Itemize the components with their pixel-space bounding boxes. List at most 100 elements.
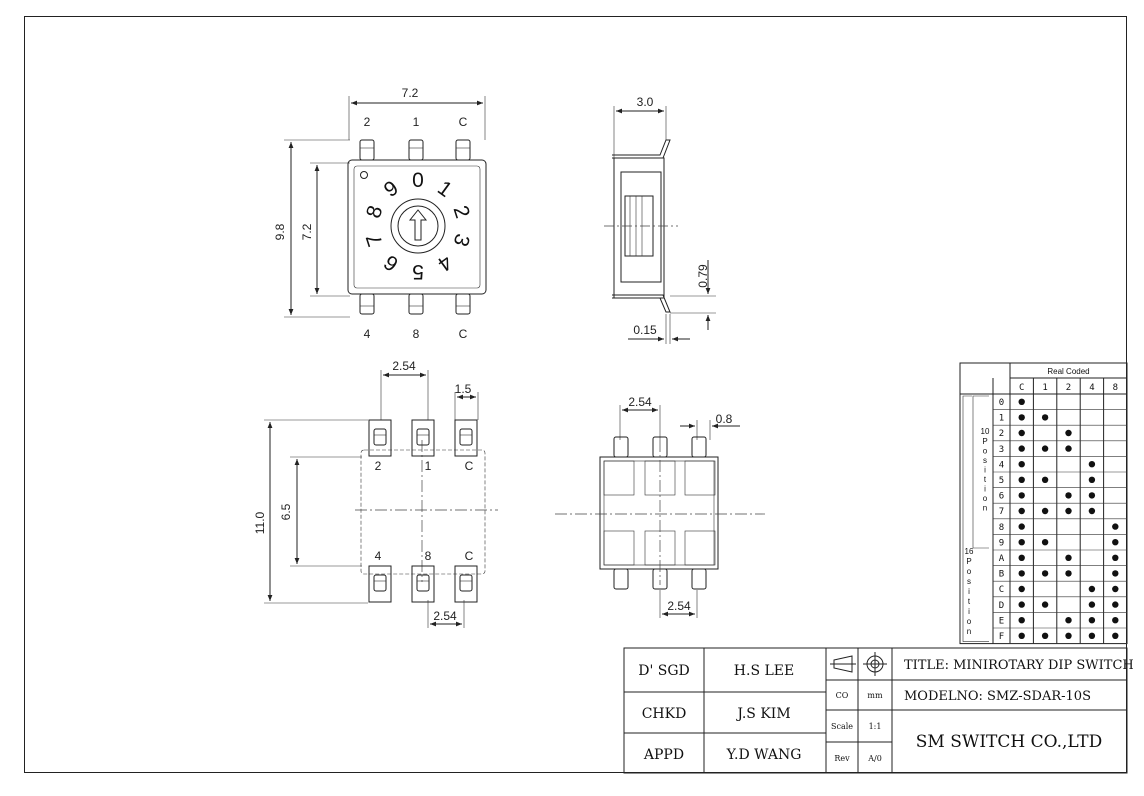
footprint-pin-label: 8 <box>425 549 432 563</box>
truth-table-dot <box>1112 554 1119 561</box>
dim-footprint-pitch-top: 2.54 <box>392 359 416 373</box>
truth-table-dot <box>1041 507 1049 515</box>
top-pin-label: 1 <box>413 115 420 129</box>
top-pin-label: 8 <box>413 327 420 341</box>
truth-table-dot <box>1088 492 1096 499</box>
truth-table-dot <box>1018 585 1025 593</box>
footprint-outline <box>360 449 486 575</box>
truth-table-position: C <box>999 585 1004 595</box>
truth-table-dot <box>1112 523 1119 530</box>
truth-table-column-header: 8 <box>1113 383 1118 393</box>
truth-table-dot <box>1112 617 1119 624</box>
truth-table-dot <box>1112 632 1119 639</box>
truth-table-column-header: C <box>1019 383 1024 393</box>
footprint-view: 2.54 1.5 11.0 6.5 2 1 C 4 8 C 2.54 <box>253 359 498 628</box>
truth-table-position: F <box>999 632 1004 642</box>
group-10-word-char: P <box>982 437 987 446</box>
dim-bottom-pitch-bottom: 2.54 <box>667 599 691 613</box>
truth-table-dot <box>1018 429 1025 437</box>
dial-arrow-icon <box>408 209 428 241</box>
solder-pad <box>411 565 435 603</box>
footprint-pin-label: C <box>465 549 474 563</box>
group-10-word-char: s <box>983 456 987 465</box>
truth-table-dot <box>1065 445 1072 452</box>
top-pins-lower <box>359 293 471 315</box>
footprint-pin-label: C <box>465 459 474 473</box>
group-10-word-char: o <box>983 494 988 503</box>
terminal-pin <box>691 568 707 590</box>
terminal-pin <box>613 568 629 590</box>
truth-table-dot <box>1088 632 1096 639</box>
top-pins-upper <box>359 139 471 161</box>
top-pin-label: C <box>459 115 468 129</box>
truth-table-dot <box>1041 476 1049 483</box>
truth-table-column-header: 1 <box>1042 383 1047 393</box>
solder-pad <box>454 565 478 603</box>
company-name: SM SWITCH CO.,LTD <box>916 732 1103 752</box>
truth-table-position: 0 <box>999 398 1004 408</box>
truth-table-dot <box>1065 570 1072 577</box>
designed-name: H.S LEE <box>734 663 794 679</box>
dial-digit: 8 <box>362 203 387 221</box>
scale-value: 1:1 <box>869 722 882 731</box>
rev-value: A/0 <box>867 754 882 763</box>
dim-footprint-pitch-bottom: 2.54 <box>433 609 457 623</box>
truth-table-dot <box>1018 523 1025 530</box>
group-10-word-char: n <box>983 504 987 513</box>
group-10-word-char: i <box>984 466 986 475</box>
group-10-word-char: t <box>984 475 987 484</box>
truth-table-dot <box>1018 539 1025 546</box>
bottom-body <box>599 456 719 570</box>
dim-footprint-height-inner: 6.5 <box>279 503 293 520</box>
dim-bottom-lead: 0.8 <box>716 412 733 426</box>
approved-label: APPD <box>643 747 684 763</box>
truth-table-dot <box>1018 554 1025 561</box>
truth-table-dot <box>1018 601 1025 608</box>
dim-top-height-inner: 7.2 <box>300 223 314 240</box>
solder-pad <box>368 565 392 603</box>
projection-circle-icon <box>863 652 887 676</box>
dim-top-height-outer: 9.8 <box>273 223 287 240</box>
truth-table-dot <box>1065 554 1072 561</box>
dial-digit: 2 <box>448 203 473 221</box>
group-16-word-char: i <box>968 587 970 596</box>
truth-table-position: A <box>999 554 1005 564</box>
group-16-word-char: s <box>967 577 971 586</box>
truth-table-dot <box>1041 570 1049 577</box>
dim-footprint-pad: 1.5 <box>455 382 472 396</box>
truth-table-dot <box>1112 585 1119 593</box>
truth-table-dot <box>1041 632 1049 639</box>
truth-table-dot <box>1018 632 1025 639</box>
dim-bottom-pitch-top: 2.54 <box>628 395 652 409</box>
truth-table-dot <box>1065 507 1072 515</box>
truth-table-dot <box>1112 539 1119 546</box>
truth-table-dot <box>1112 601 1119 608</box>
title-block: D' SGD H.S LEE CHKD J.S KIM APPD Y.D WAN… <box>623 647 1134 774</box>
truth-table-dot <box>1088 585 1096 593</box>
dial-digit: 7 <box>362 231 387 249</box>
group-10-word-char: i <box>984 485 986 494</box>
truth-table-position: 5 <box>999 476 1004 486</box>
rev-label: Rev <box>834 754 850 763</box>
projection-cone-icon <box>830 655 856 673</box>
scale-label: Scale <box>831 722 853 731</box>
truth-table-dot <box>1088 476 1096 483</box>
footprint-pin-label: 4 <box>375 549 382 563</box>
group-16-word-char: i <box>968 607 970 616</box>
truth-table-dot <box>1018 570 1025 577</box>
truth-table-dot <box>1065 492 1072 499</box>
truth-table-dot <box>1065 617 1072 624</box>
truth-table-title: Real Coded <box>1047 367 1089 376</box>
group-10-word-char: o <box>983 447 988 456</box>
truth-table-position: 3 <box>999 445 1004 455</box>
dial-digit: 4 <box>433 250 456 276</box>
checked-label: CHKD <box>642 706 687 722</box>
bottom-pads <box>603 460 716 566</box>
dial-digit: 6 <box>380 250 403 275</box>
checked-name: J.S KIM <box>735 706 790 722</box>
truth-table-dot <box>1041 445 1049 452</box>
approved-name: Y.D WANG <box>726 747 802 763</box>
